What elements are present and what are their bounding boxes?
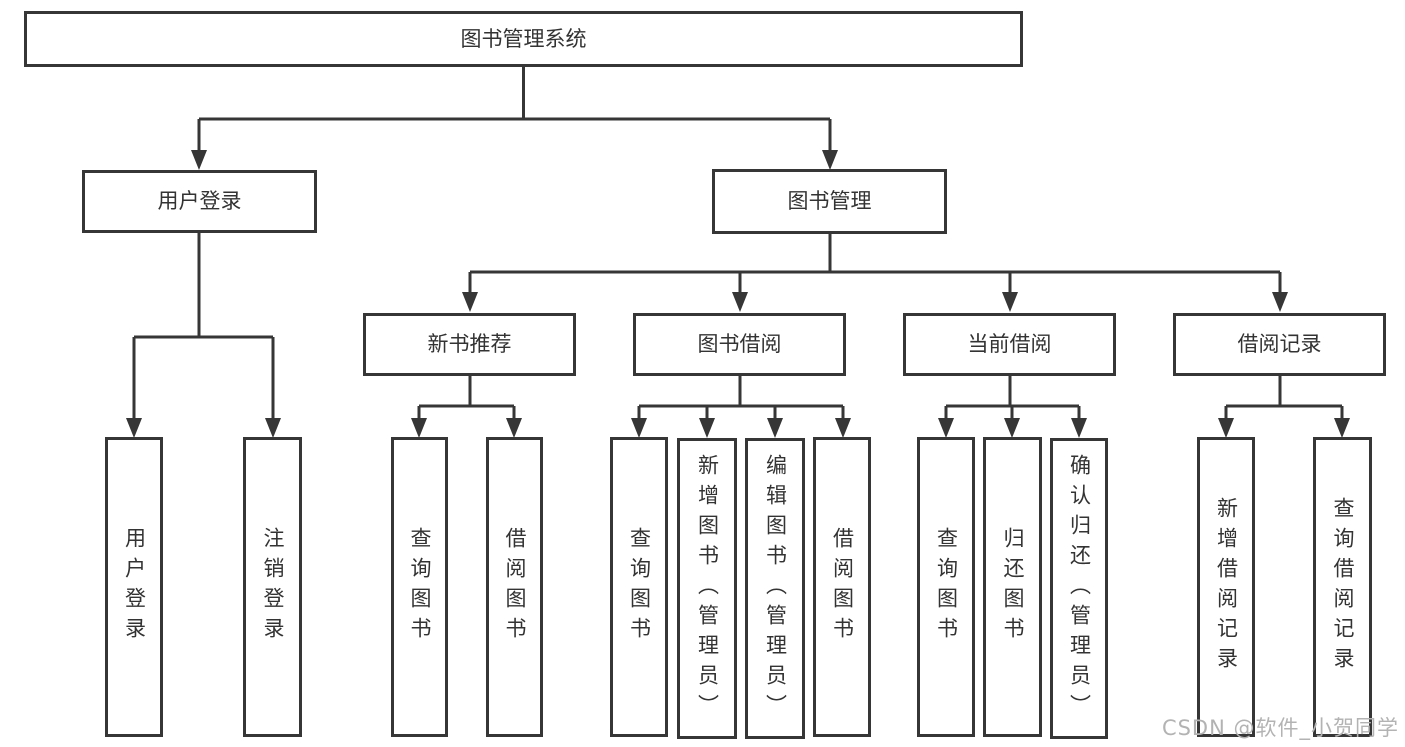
node-borrow-books-leaf: 借阅图书 (813, 437, 871, 737)
connector-recommend-to-leaves (417, 376, 516, 424)
arrow-down-icon (732, 292, 748, 312)
node-add-book-admin: 新增图书（管理员） (677, 438, 737, 739)
connector-records-to-leaves (1224, 376, 1344, 424)
arrow-down-icon (699, 418, 715, 438)
node-borrow-books-recommend: 借阅图书 (486, 437, 543, 737)
node-book-management-branch: 图书管理 (712, 169, 947, 234)
arrowheads (126, 150, 1350, 438)
connector-borrow-to-leaves (637, 376, 845, 424)
watermark: CSDN @软件_小贺同学 (1161, 716, 1399, 740)
arrow-down-icon (1272, 292, 1288, 312)
node-return-book: 归还图书 (983, 437, 1042, 737)
arrow-down-icon (126, 418, 142, 438)
node-library-management-system: 图书管理系统 (24, 11, 1023, 67)
arrow-down-icon (835, 418, 851, 438)
node-query-books-recommend: 查询图书 (391, 437, 448, 737)
node-edit-book-admin: 编辑图书（管理员） (745, 438, 805, 739)
arrow-down-icon (767, 418, 783, 438)
connector-userlogin-to-leaves (132, 233, 275, 424)
arrow-down-icon (1334, 418, 1350, 438)
arrow-down-icon (822, 150, 838, 170)
node-query-borrow-record: 查询借阅记录 (1313, 437, 1372, 737)
node-user-login-branch: 用户登录 (82, 170, 317, 233)
connector-root-to-level2 (197, 67, 832, 154)
node-new-book-recommend: 新书推荐 (363, 313, 576, 376)
connector-current-to-leaves (944, 376, 1081, 424)
arrow-down-icon (191, 150, 207, 170)
arrow-down-icon (462, 292, 478, 312)
arrow-down-icon (411, 418, 427, 438)
arrow-down-icon (265, 418, 281, 438)
arrow-down-icon (1071, 418, 1087, 438)
arrow-down-icon (506, 418, 522, 438)
arrow-down-icon (938, 418, 954, 438)
connector-bookmgmt-to-level3 (468, 234, 1282, 296)
node-query-books-borrowing: 查询图书 (610, 437, 668, 737)
node-confirm-return-admin: 确认归还（管理员） (1050, 438, 1108, 739)
arrow-down-icon (1004, 418, 1020, 438)
node-query-books-current: 查询图书 (917, 437, 975, 737)
node-book-borrowing: 图书借阅 (633, 313, 846, 376)
node-add-borrow-record: 新增借阅记录 (1197, 437, 1255, 737)
node-current-borrowing: 当前借阅 (903, 313, 1116, 376)
arrow-down-icon (1002, 292, 1018, 312)
arrow-down-icon (631, 418, 647, 438)
node-user-login-leaf: 用户登录 (105, 437, 163, 737)
arrow-down-icon (1218, 418, 1234, 438)
node-logout-leaf: 注销登录 (243, 437, 302, 737)
node-borrowing-records: 借阅记录 (1173, 313, 1386, 376)
